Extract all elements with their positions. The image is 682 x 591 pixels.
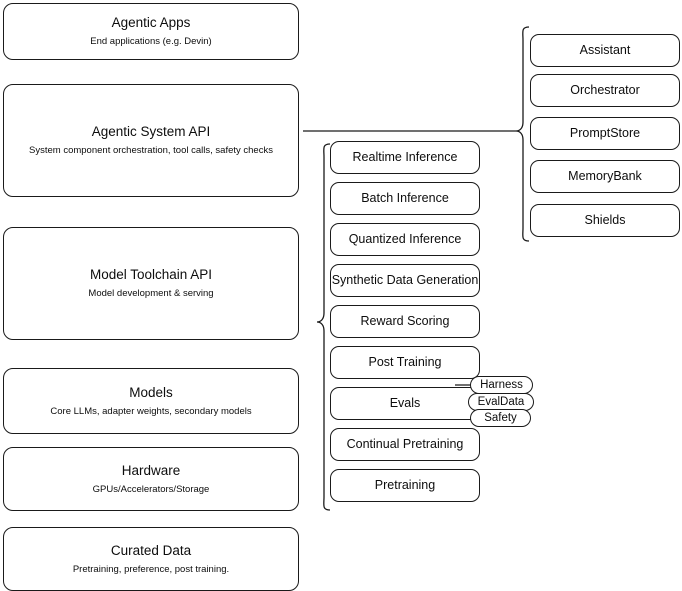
chip-label: Batch Inference [361, 190, 449, 205]
toolchain-realtime-inference[interactable]: Realtime Inference [330, 141, 480, 174]
layer-curated-data[interactable]: Curated Data Pretraining, preference, po… [3, 527, 299, 591]
chip-label: Quantized Inference [348, 231, 462, 246]
system-component-assistant[interactable]: Assistant [530, 34, 680, 67]
layer-subtitle: GPUs/Accelerators/Storage [92, 483, 210, 495]
chip-label: Pretraining [374, 477, 436, 492]
layer-title: Agentic System API [91, 124, 211, 140]
layer-model-toolchain-api[interactable]: Model Toolchain API Model development & … [3, 227, 299, 340]
eval-subcomponent-harness[interactable]: Harness [470, 376, 533, 394]
chip-label: Assistant [579, 42, 631, 57]
layer-hardware[interactable]: Hardware GPUs/Accelerators/Storage [3, 447, 299, 511]
chip-label: Continual Pretraining [346, 436, 464, 451]
layer-subtitle: Core LLMs, adapter weights, secondary mo… [50, 405, 252, 417]
layer-title: Agentic Apps [111, 15, 191, 31]
layer-models[interactable]: Models Core LLMs, adapter weights, secon… [3, 368, 299, 434]
toolchain-synthetic-data-generation[interactable]: Synthetic Data Generation [330, 264, 480, 297]
chip-label: Orchestrator [570, 82, 640, 97]
chip-label: Post Training [368, 354, 442, 369]
chip-label: MemoryBank [568, 168, 642, 183]
layer-agentic-system-api[interactable]: Agentic System API System component orch… [3, 84, 299, 197]
layer-subtitle: Model development & serving [88, 288, 214, 299]
layer-title: Model Toolchain API [89, 267, 213, 283]
chip-label: Realtime Inference [352, 149, 458, 164]
layer-title: Hardware [121, 462, 181, 478]
layer-title: Models [129, 384, 173, 400]
chip-label: Synthetic Data Generation [331, 272, 479, 287]
system-component-shields[interactable]: Shields [530, 204, 680, 237]
chip-label: PromptStore [569, 125, 641, 140]
eval-subcomponent-safety[interactable]: Safety [470, 409, 531, 427]
chip-label: Evals [389, 395, 421, 410]
toolchain-pretraining[interactable]: Pretraining [330, 469, 480, 502]
layer-subtitle: Pretraining, preference, post training. [72, 563, 230, 575]
brace-toolchain-components [316, 143, 331, 511]
toolchain-reward-scoring[interactable]: Reward Scoring [330, 305, 480, 338]
toolchain-evals[interactable]: Evals [330, 387, 480, 420]
toolchain-batch-inference[interactable]: Batch Inference [330, 182, 480, 215]
brace-system-components [515, 26, 530, 242]
system-component-promptstore[interactable]: PromptStore [530, 117, 680, 150]
toolchain-quantized-inference[interactable]: Quantized Inference [330, 223, 480, 256]
system-component-orchestrator[interactable]: Orchestrator [530, 74, 680, 107]
toolchain-post-training[interactable]: Post Training [330, 346, 480, 379]
layer-agentic-apps[interactable]: Agentic Apps End applications (e.g. Devi… [3, 3, 299, 60]
chip-label: Reward Scoring [360, 313, 450, 328]
layer-title: Curated Data [110, 542, 192, 558]
system-component-memorybank[interactable]: MemoryBank [530, 160, 680, 193]
chip-label: Shields [584, 212, 626, 227]
layer-subtitle: System component orchestration, tool cal… [29, 145, 273, 156]
layer-subtitle: End applications (e.g. Devin) [90, 36, 212, 47]
toolchain-continual-pretraining[interactable]: Continual Pretraining [330, 428, 480, 461]
